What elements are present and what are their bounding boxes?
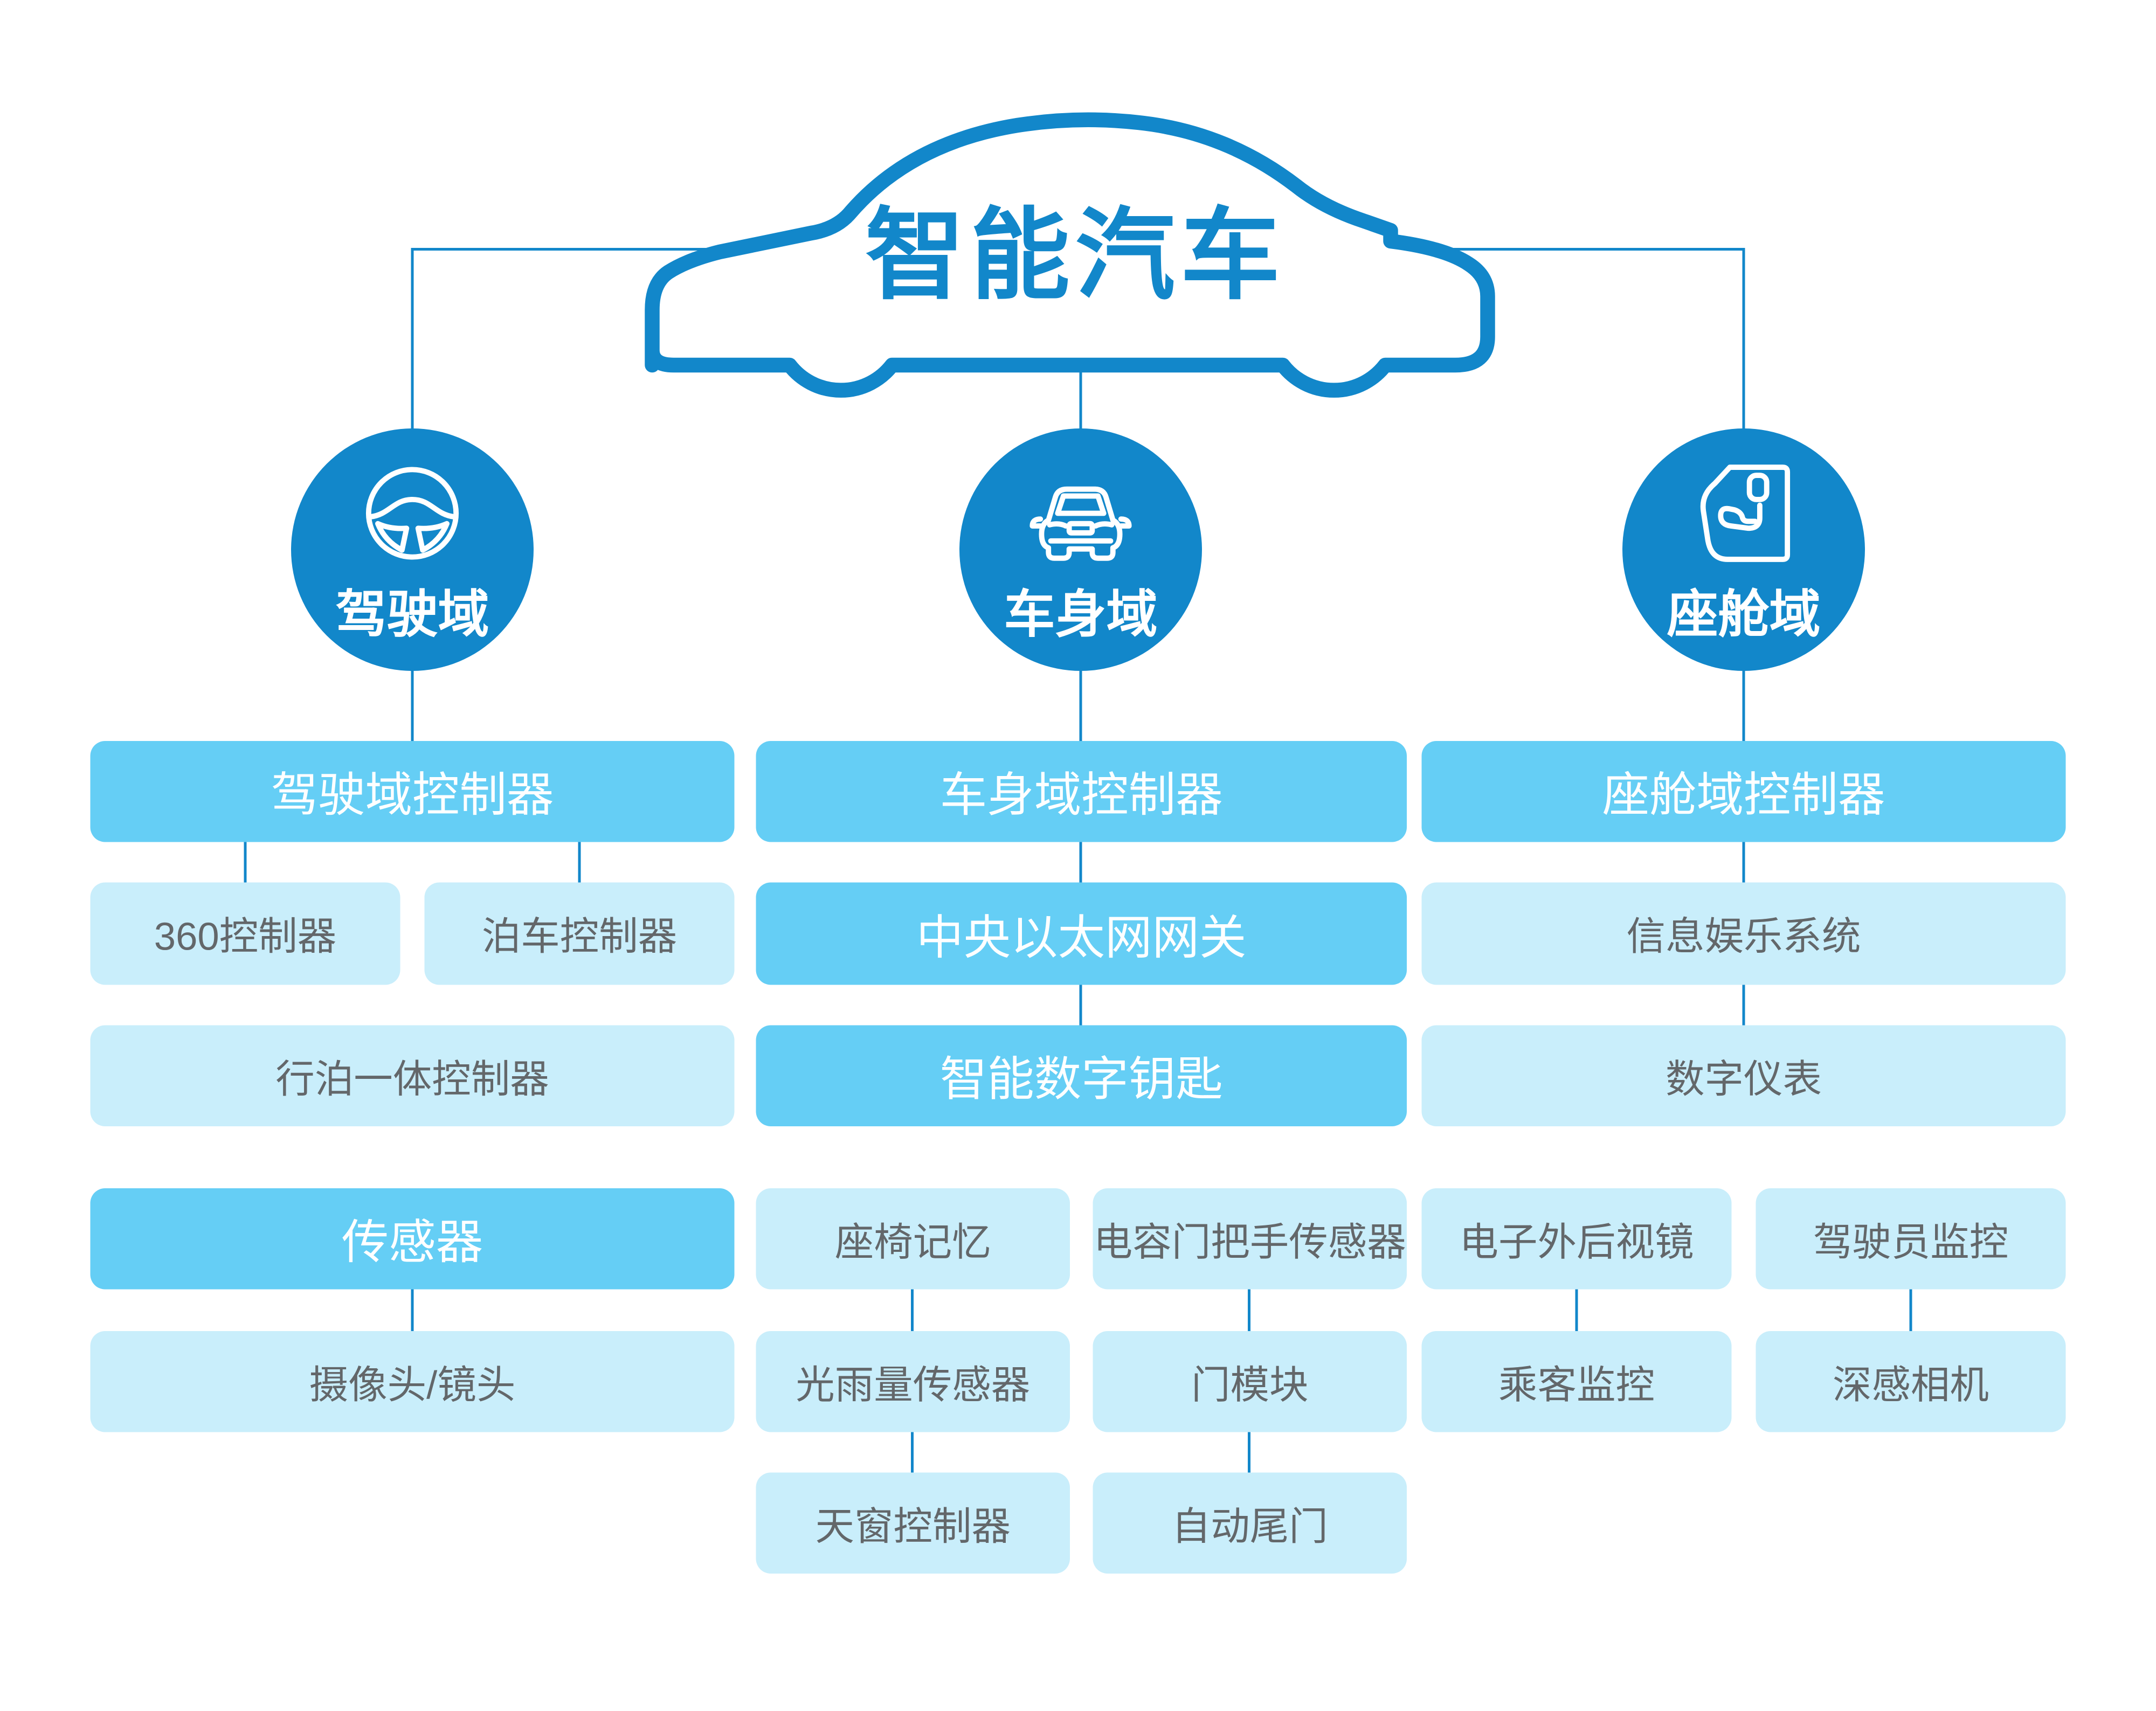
node-door-module: 门模块 (1093, 1331, 1407, 1432)
node-camera-lens: 摄像头/镜头 (90, 1331, 735, 1432)
connector-line (1321, 248, 1745, 251)
node-auto-tailgate: 自动尾门 (1093, 1472, 1407, 1574)
node-sensor: 传感器 (90, 1188, 735, 1290)
node-360-controller: 360控制器 (90, 882, 400, 985)
node-capacitive-door-handle-sensor: 电容门把手传感器 (1093, 1188, 1407, 1290)
car-outline-illustration (645, 112, 1495, 398)
node-sunroof-controller: 天窗控制器 (756, 1472, 1070, 1574)
connector-line (1742, 248, 1745, 430)
node-infotainment-system: 信息娱乐系统 (1421, 882, 2066, 985)
node-seat-memory: 座椅记忆 (756, 1188, 1070, 1290)
node-driving-domain-controller: 驾驶域控制器 (90, 741, 735, 842)
connector-line (911, 1432, 914, 1473)
connector-line (1079, 985, 1082, 1026)
connector-line (411, 248, 835, 251)
domain-label: 驾驶域 (335, 587, 489, 644)
domain-circle-cockpit: 座舱域 (1622, 428, 1865, 671)
car-front-icon (1029, 486, 1132, 561)
connector-line (1742, 671, 1745, 741)
connector-line (1742, 985, 1745, 1026)
node-light-rain-sensor: 光雨量传感器 (756, 1331, 1070, 1432)
node-digital-cluster: 数字仪表 (1421, 1025, 2066, 1126)
node-cockpit-domain-controller: 座舱域控制器 (1421, 741, 2066, 842)
connector-line (1079, 671, 1082, 741)
connector-line (411, 248, 414, 430)
connector-line (1079, 842, 1082, 883)
steering-wheel-icon (365, 467, 459, 560)
connector-line (1742, 842, 1745, 883)
domain-label: 座舱域 (1667, 587, 1821, 644)
node-driver-monitoring: 驾驶员监控 (1756, 1188, 2066, 1290)
connector-line (411, 671, 414, 741)
domain-circle-driving: 驾驶域 (291, 428, 534, 671)
connector-line (911, 1289, 914, 1331)
connector-line (578, 842, 581, 883)
node-driving-parking-integrated-controller: 行泊一体控制器 (90, 1025, 735, 1126)
diagram-title: 智能汽车 (865, 199, 1286, 311)
connector-line (244, 842, 247, 883)
domain-circle-body: 车身域 (959, 428, 1202, 671)
connector-line (411, 1289, 414, 1331)
node-smart-digital-key: 智能数字钥匙 (756, 1025, 1407, 1126)
car-seat-icon (1700, 465, 1791, 562)
node-central-ethernet-gateway: 中央以太网网关 (756, 882, 1407, 985)
node-depth-camera: 深感相机 (1756, 1331, 2066, 1432)
domain-label: 车身域 (1004, 587, 1158, 644)
connector-line (1575, 1289, 1578, 1331)
node-electronic-mirror: 电子外后视镜 (1421, 1188, 1732, 1290)
connector-line (1248, 1289, 1250, 1331)
node-parking-controller: 泊车控制器 (424, 882, 735, 985)
connector-line (1909, 1289, 1912, 1331)
connector-line (1248, 1432, 1250, 1473)
node-passenger-monitoring: 乘客监控 (1421, 1331, 1732, 1432)
connector-line (1079, 337, 1082, 430)
node-body-domain-controller: 车身域控制器 (756, 741, 1407, 842)
